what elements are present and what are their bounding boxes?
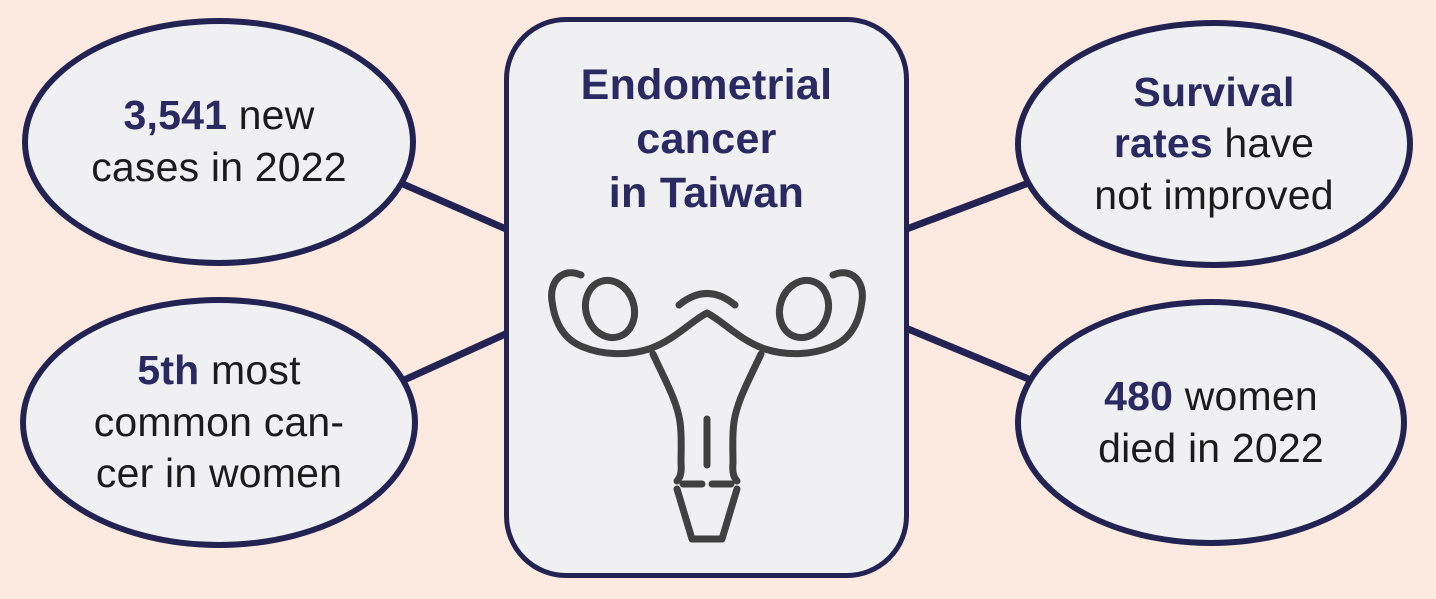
card-title-line1: Endometrial — [580, 61, 833, 109]
bubble-new-cases-text: 3,541 new cases in 2022 — [91, 90, 347, 193]
vagina-outline — [673, 485, 740, 543]
center-card: Endometrial cancer in Taiwan — [504, 17, 909, 578]
left-ovary — [581, 276, 638, 341]
bubble-deaths: 480 women died in 2022 — [1015, 299, 1407, 546]
survival-line3: not improved — [1094, 171, 1334, 218]
new-cases-count: 3,541 — [123, 92, 228, 139]
card-title-line3: in Taiwan — [608, 169, 805, 218]
survival-word2: rates — [1113, 120, 1213, 167]
right-ovary — [775, 276, 832, 341]
deaths-rest: women — [1173, 372, 1318, 419]
new-cases-rest: new — [227, 92, 315, 139]
survival-rest: have — [1212, 120, 1315, 167]
new-cases-line2: cases in 2022 — [91, 144, 347, 190]
deaths-line2: died in 2022 — [1098, 424, 1324, 471]
rank-rest: most — [199, 347, 301, 394]
bubble-rank: 5th most common can- cer in women — [20, 297, 418, 548]
card-title: Endometrial cancer in Taiwan — [581, 58, 833, 221]
uterus-right-side — [728, 350, 764, 485]
bubble-new-cases: 3,541 new cases in 2022 — [22, 18, 416, 266]
survival-word1: Survival — [1133, 68, 1295, 115]
uterus-icon — [547, 268, 866, 543]
bubble-survival: Survival rates have not improved — [1015, 20, 1413, 268]
rank-line3: cer in women — [95, 450, 343, 497]
deaths-count: 480 — [1104, 372, 1174, 419]
bubble-deaths-text: 480 women died in 2022 — [1098, 371, 1324, 474]
rank-line2: common can- — [93, 398, 345, 445]
bubble-survival-text: Survival rates have not improved — [1094, 67, 1333, 222]
bubble-rank-text: 5th most common can- cer in women — [94, 345, 345, 500]
uterus-left-side — [649, 350, 685, 485]
rank-value: 5th — [137, 347, 200, 394]
card-title-line2: cancer — [636, 115, 777, 164]
fundus-arc — [675, 289, 738, 309]
uterus-tubes-outline — [547, 268, 866, 357]
